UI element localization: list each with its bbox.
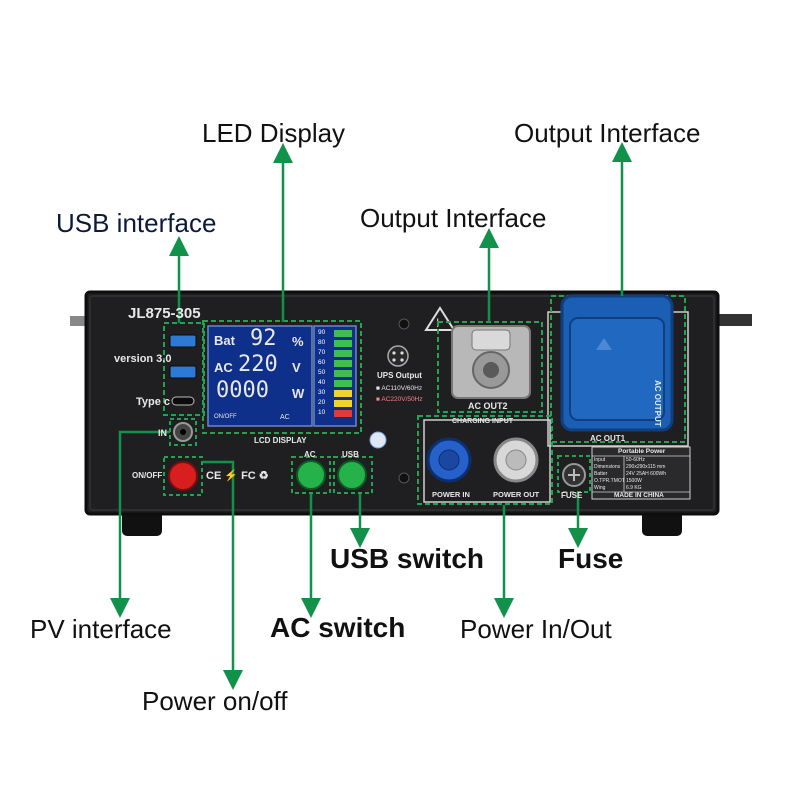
- callout-fuse: Fuse: [558, 543, 624, 574]
- lcd-bat-value: 92: [250, 326, 277, 351]
- spec-plate-footer: MADE IN CHINA: [614, 492, 664, 499]
- ac-out2-label: AC OUT2: [468, 401, 508, 411]
- cert-marks: CE ⚡ FC ♻: [206, 470, 269, 482]
- lcd-bat-unit: %: [292, 334, 304, 349]
- version-label: version 3.0: [114, 353, 172, 365]
- lcd-power-value: 0000: [216, 378, 269, 403]
- device-handle-left: [70, 316, 88, 326]
- lcd-screen: [207, 325, 313, 427]
- callout-output-interface-top: Output Interface: [514, 118, 701, 148]
- usb-port-1[interactable]: [169, 334, 197, 348]
- spec-row-label: Batter: [594, 471, 608, 477]
- charging-input-label: CHARGING INPUT: [452, 418, 514, 425]
- typec-label: Type c: [136, 396, 171, 408]
- power-button-group: [163, 456, 203, 496]
- fuse-group: [557, 455, 591, 493]
- callout-usb-switch: USB switch: [330, 543, 485, 574]
- lcd-level-segment: [334, 370, 352, 377]
- ups-connector: [387, 345, 409, 367]
- lcd-bat-label: Bat: [214, 333, 235, 348]
- callout-pv-interface: PV interface: [30, 614, 172, 644]
- lcd-level-tick: 10: [318, 409, 326, 416]
- screw: [398, 318, 410, 330]
- lcd-level-segment: [334, 350, 352, 357]
- lcd-level-tick: 60: [318, 359, 326, 366]
- ac-switch-group: [291, 456, 331, 494]
- lcd-level-segment: [334, 410, 352, 417]
- charging-input-group: [417, 415, 553, 505]
- spec-row-label: Dimensions: [594, 464, 621, 470]
- spec-row-label: O.TPR.TMOT: [594, 478, 625, 484]
- spec-row-value: 50-60Hz: [626, 457, 645, 463]
- ups-output-label: UPS Output: [377, 371, 422, 380]
- callout-power-in-out: Power In/Out: [460, 614, 612, 644]
- lcd-power-unit: W: [292, 386, 305, 401]
- lcd-ac-label: AC: [214, 360, 233, 375]
- callout-usb-interface: USB interface: [56, 208, 217, 238]
- lcd-level-tick: 40: [318, 379, 326, 386]
- callout-arrows: [110, 142, 632, 690]
- lcd-level-segment: [334, 330, 352, 337]
- ac-out1-label: AC OUT1: [590, 434, 626, 443]
- lcd-ac-value: 220: [238, 352, 278, 377]
- onoff-label: ON/OFF: [132, 471, 163, 480]
- arrow-pv-interface: [110, 430, 170, 618]
- device-handle-right: [712, 314, 752, 326]
- model-label: JL875-305: [128, 305, 201, 322]
- lcd-level-segment: [334, 340, 352, 347]
- in-label: IN: [158, 428, 167, 438]
- lcd-level-segment: [334, 400, 352, 407]
- ac-switch-button[interactable]: [296, 460, 326, 490]
- spec-row-value: 24V 25AH 600Wh: [626, 471, 667, 477]
- spec-row-value: 1500W: [626, 478, 642, 484]
- usb-switch-button[interactable]: [337, 460, 367, 490]
- lcd-level-segment: [334, 380, 352, 387]
- arrow-power-on-off: [202, 460, 243, 690]
- power-out-label: POWER OUT: [493, 490, 540, 499]
- usb-port-2[interactable]: [169, 365, 197, 379]
- lcd-display-group: [202, 320, 362, 434]
- spec-row-value: 6.9 KG: [626, 485, 642, 491]
- spec-row-label: Input: [594, 457, 606, 463]
- ups-ac110-label: ■ AC110V/60Hz: [376, 385, 423, 392]
- lcd-ac-small: AC: [280, 414, 290, 421]
- spec-row-label: Wing: [594, 485, 606, 491]
- usb-button-label: USB: [342, 450, 359, 459]
- callout-ac-switch: AC switch: [270, 612, 406, 643]
- lcd-level-segment: [334, 390, 352, 397]
- lcd-ac-unit: V: [292, 360, 301, 375]
- lcd-level-tick: 20: [318, 399, 326, 406]
- ac-button-label: AC: [304, 450, 316, 459]
- callout-power-on-off: Power on/off: [142, 686, 288, 716]
- lcd-level-tick: 90: [318, 329, 326, 336]
- screw: [398, 472, 410, 484]
- lcd-caption: LCD DISPLAY: [254, 436, 307, 445]
- usb-typec-port[interactable]: [171, 396, 195, 406]
- callout-led-display: LED Display: [202, 118, 346, 148]
- usb-switch-group: [333, 456, 373, 494]
- lcd-onoff-small: ON/OFF: [214, 414, 237, 420]
- lcd-level-tick: 70: [318, 349, 326, 356]
- warning-icon: [424, 306, 456, 331]
- lcd-level-segment: [334, 360, 352, 367]
- lcd-level-tick: 30: [318, 389, 326, 396]
- charging-input-frame: [423, 419, 551, 503]
- ups-ac220-label: ■ AC220V/50Hz: [376, 396, 423, 403]
- ac-output-vertical-label: AC OUTPUT: [653, 380, 662, 427]
- lcd-level-tick: 80: [318, 339, 326, 346]
- spec-plate-title: Portable Power: [618, 448, 666, 455]
- quality-badge: [369, 431, 387, 449]
- usb-interface-group: [163, 322, 205, 416]
- callout-output-interface-mid: Output Interface: [360, 203, 547, 233]
- fuse-label: FUSE: [561, 491, 583, 500]
- power-in-label: POWER IN: [432, 490, 470, 499]
- spec-row-value: 290x290x115 mm: [626, 464, 666, 470]
- power-on-off-button[interactable]: [168, 461, 198, 491]
- lcd-level-tick: 50: [318, 369, 326, 376]
